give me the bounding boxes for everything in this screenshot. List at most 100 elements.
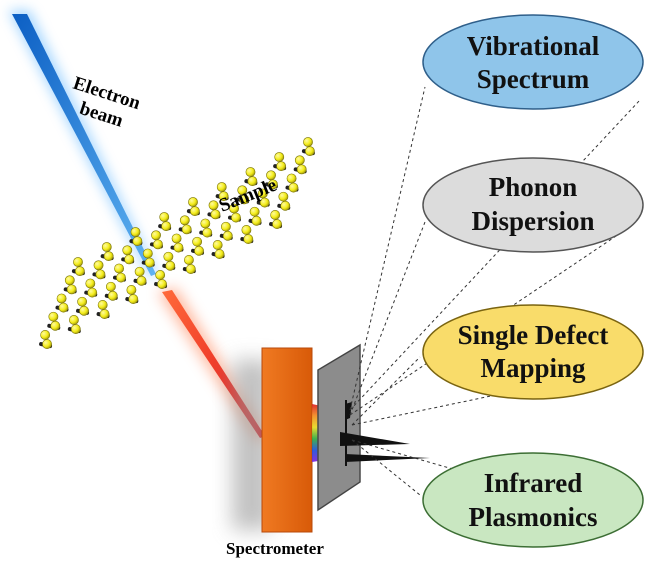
application-phonon-dispersion: Phonon Dispersion: [422, 157, 644, 253]
infrared-line1: Infrared: [484, 468, 583, 498]
lattice-atom: [159, 212, 170, 222]
lattice-atom: [128, 294, 139, 304]
lattice-atom: [142, 248, 153, 259]
lattice-atom: [126, 285, 137, 295]
lattice-atom: [192, 236, 203, 247]
spectrometer-label: Spectrometer: [226, 539, 324, 558]
oval-phonon: [422, 157, 644, 253]
lattice-atom: [95, 269, 106, 280]
lattice-atom: [114, 263, 124, 274]
lattice-atom: [270, 210, 281, 220]
oval-vibrational: [422, 14, 644, 110]
detector-plate: [317, 343, 361, 512]
defect-line1: Single Defect: [458, 320, 609, 350]
lattice-atom: [85, 278, 96, 289]
lattice-atom: [185, 264, 196, 274]
lattice-atom: [161, 221, 172, 232]
application-infrared-plasmonics: Infrared Plasmonics: [422, 452, 644, 548]
lattice-atom: [93, 260, 104, 271]
lattice-atom: [202, 227, 213, 238]
phonon-line1: Phonon: [489, 172, 578, 202]
lattice-atom: [278, 191, 289, 202]
lattice-atom: [56, 293, 67, 304]
lattice-atom: [48, 311, 59, 322]
lattice-atom: [194, 245, 204, 256]
vibrational-line1: Vibrational: [467, 31, 600, 61]
lattice-atom: [58, 302, 69, 313]
application-single-defect-mapping: Single Defect Mapping: [422, 304, 644, 400]
oval-defect: [422, 304, 644, 400]
lattice-atom: [296, 164, 307, 175]
application-vibrational-spectrum: Vibrational Spectrum: [422, 14, 644, 110]
defect-line2: Mapping: [480, 353, 586, 383]
lattice-atom: [77, 296, 88, 307]
lattice-atom: [218, 191, 229, 202]
lattice-atom: [220, 221, 231, 232]
lattice-atom: [179, 215, 190, 226]
lattice-atom: [124, 254, 135, 265]
lattice-atom: [216, 182, 227, 192]
electron-beam: [8, 10, 158, 278]
lattice-atom: [132, 236, 143, 247]
vibrational-line2: Spectrum: [477, 64, 590, 94]
lattice-atom: [74, 266, 85, 277]
lattice-atom: [122, 245, 133, 256]
lattice-atom: [237, 185, 248, 196]
lattice-atom: [272, 219, 282, 229]
lattice-atom: [294, 155, 305, 166]
lattice-atom: [153, 239, 163, 250]
lattice-atom: [200, 218, 211, 229]
lattice-atom: [222, 230, 233, 241]
lattice-atom: [247, 176, 258, 187]
phonon-line2: Dispersion: [471, 206, 594, 236]
lattice-atom: [105, 281, 116, 292]
lattice-atom: [107, 290, 118, 301]
lattice-atom: [243, 234, 254, 244]
lattice-atom: [173, 242, 184, 253]
lattice-atom: [144, 257, 155, 268]
lattice-atom: [303, 137, 313, 147]
lattice-atom: [136, 275, 147, 286]
lattice-atom: [214, 249, 225, 259]
lattice-atom: [157, 279, 167, 289]
lattice-atom: [274, 152, 285, 162]
lattice-atom: [276, 161, 287, 172]
spectrometer-block: [232, 347, 313, 533]
lattice-atom: [73, 257, 83, 267]
lattice-atom: [212, 240, 223, 250]
lattice-atom: [188, 197, 198, 207]
lattice-atom: [229, 203, 239, 214]
lattice-atom: [40, 330, 51, 340]
lattice-atom: [259, 197, 270, 208]
lattice-atom: [87, 287, 98, 298]
lattice-atom: [208, 200, 219, 211]
lattice-atom: [116, 272, 126, 283]
lattice-atom: [99, 309, 110, 319]
lattice-atom: [210, 209, 221, 220]
oval-infrared: [422, 452, 644, 548]
lattice-atom: [184, 255, 194, 265]
lattice-atom: [130, 227, 141, 237]
lattice-atom: [280, 200, 291, 211]
lattice-atom: [103, 251, 114, 262]
lattice-atom: [257, 188, 268, 199]
lattice-atom: [155, 270, 166, 280]
lattice-atom: [241, 225, 252, 235]
lattice-atom: [171, 233, 182, 244]
lattice-atom: [101, 242, 112, 252]
lattice-atom: [249, 206, 260, 217]
spectrum-peaks: [340, 400, 430, 466]
lattice-atom: [288, 182, 299, 193]
lattice-atom: [97, 300, 108, 310]
lattice-atom: [69, 315, 79, 325]
lattice-atom: [251, 215, 262, 226]
lattice-atom: [266, 170, 276, 181]
lattice-atom: [189, 206, 200, 217]
lattice-atom: [42, 339, 52, 349]
lattice-atom: [165, 260, 176, 271]
lattice-atom: [66, 284, 77, 295]
lattice-atom: [268, 179, 278, 190]
lattice-atom: [245, 167, 256, 177]
